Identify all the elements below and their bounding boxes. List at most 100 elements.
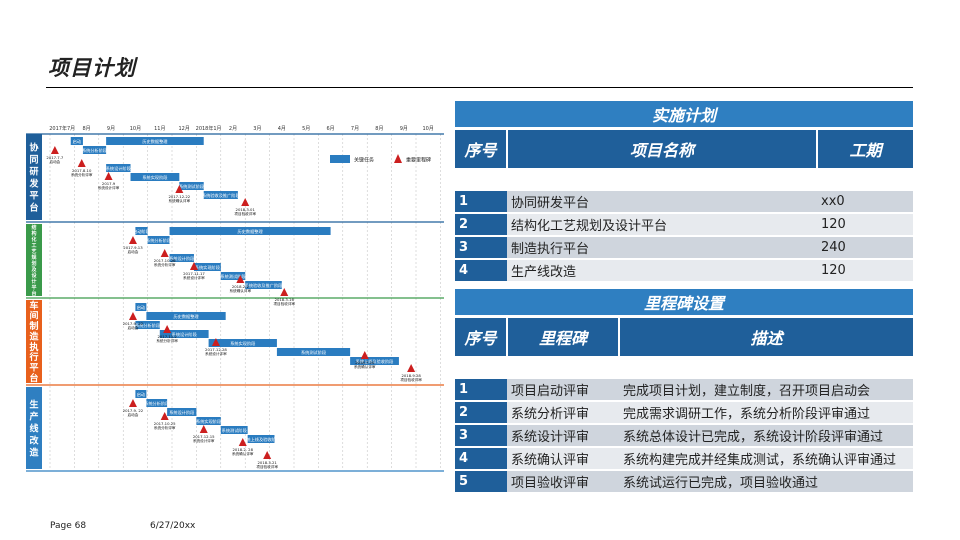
gantt-bar — [70, 137, 83, 145]
milestone-text: 启动会 — [128, 325, 139, 330]
milestone-row-name: 项目验收评审 — [507, 470, 619, 494]
plan-header-name: 项目名称 — [507, 130, 818, 168]
month-tick-label: 2018年1月 — [196, 125, 222, 132]
gantt-bar — [106, 137, 204, 145]
section-label-band — [26, 387, 42, 469]
section-label-char: 计 — [31, 278, 36, 285]
plan-row-duration: 120 — [817, 213, 913, 237]
milestone-text: 启动会 — [49, 159, 60, 164]
table-row: 4 生产线改造 120 — [455, 259, 913, 283]
milestone-text: 项目验收评审 — [234, 211, 256, 216]
milestone-marker — [236, 275, 245, 283]
section-label-char: 车 — [29, 299, 38, 311]
gantt-bar-label: 系统分析阶段 — [146, 237, 172, 244]
section-label-char: 艺 — [31, 248, 36, 255]
section-label-char: 造 — [29, 330, 39, 342]
section-label-char: 平 — [29, 191, 38, 202]
gantt-bar-label: 系统分析阶段 — [135, 322, 161, 329]
gantt-bar — [208, 339, 277, 347]
plan-header-row: 序号 项目名称 工期 — [455, 130, 913, 168]
gantt-bar — [167, 408, 197, 416]
gantt-bar — [135, 321, 160, 329]
table-row: 2 结构化工艺规划及设计平台 120 — [455, 213, 913, 237]
month-tick-label: 4月 — [278, 126, 286, 132]
table-row: 5 项目验收评审 系统试运行已完成，项目验收通过 — [455, 470, 913, 494]
milestone-marker — [175, 185, 184, 193]
gantt-bar — [146, 312, 226, 320]
table-row: 3 制造执行平台 240 — [455, 236, 913, 260]
gantt-bar — [147, 236, 170, 244]
page-number: Page 68 — [50, 521, 87, 531]
month-tick-label: 7月 — [351, 126, 359, 132]
milestones-spacer — [455, 356, 913, 379]
milestone-text: 项目验收评审 — [273, 301, 295, 306]
page-date: 6/27/20xx — [150, 521, 196, 531]
table-row: 1 协同研发平台 xx0 — [455, 190, 913, 214]
gantt-bar — [220, 426, 248, 434]
section-label-char: 执 — [29, 341, 38, 353]
plan-row-no: 4 — [455, 259, 507, 283]
milestone-marker — [128, 312, 137, 320]
table-row: 1 项目启动评审 完成项目计划，建立制度，召开项目启动会 — [455, 378, 913, 402]
milestone-row-no: 2 — [455, 401, 507, 425]
gantt-bar — [135, 227, 148, 235]
milestone-row-no: 4 — [455, 447, 507, 471]
milestone-marker — [104, 172, 113, 180]
section-label-band — [26, 300, 42, 383]
milestone-date: 2017.12.22 — [168, 194, 190, 199]
milestone-date: 2017.7.7 — [46, 155, 63, 160]
month-tick-label: 9月 — [400, 126, 408, 132]
gantt-bar-label: 系统验收及推广阶段 — [245, 282, 284, 289]
section-label-char: 线 — [29, 423, 38, 435]
milestone-text: 系统设计评审 — [183, 275, 205, 280]
section-label-char: 生 — [29, 399, 38, 411]
milestone-date: 2017.9.13 — [123, 245, 143, 250]
month-tick-label: 2月 — [229, 126, 237, 132]
gantt-bar-label: 系统上线及验收阶段 — [356, 358, 395, 365]
milestone-text: 系统确认评审 — [354, 364, 376, 369]
milestone-date: 2017.10.26 — [154, 258, 176, 263]
page-title: 项目计划 — [48, 56, 136, 80]
plan-row-name: 生产线改造 — [507, 259, 817, 283]
milestone-row-desc: 完成需求调研工作，系统分析阶段评审通过 — [619, 401, 913, 425]
milestone-date: 2018.2. 28 — [232, 447, 253, 452]
section-label-char: 间 — [29, 310, 38, 322]
milestone-text: 启动会 — [128, 249, 139, 254]
section-label-char: 制 — [29, 320, 38, 332]
gantt-bar — [276, 348, 351, 356]
plan-row-name: 结构化工艺规划及设计平台 — [507, 213, 817, 237]
gantt-bar — [159, 330, 209, 338]
milestone-marker — [189, 262, 198, 270]
gantt-bar-label: 启动 — [73, 138, 81, 145]
milestone-date: 2018.3.01 — [236, 207, 256, 212]
table-row: 3 系统设计评审 系统总体设计已完成，系统设计阶段评审通过 — [455, 424, 913, 448]
milestone-marker — [199, 425, 208, 433]
gantt-bar — [169, 227, 331, 235]
section-label-char: 研 — [29, 167, 38, 178]
gantt-bar-label: 系统设计阶段 — [106, 165, 132, 172]
month-tick-label: 3月 — [253, 126, 261, 132]
milestone-text: 系统确认评审 — [169, 198, 191, 203]
gantt-bar — [106, 164, 131, 172]
milestone-row-desc: 完成项目计划，建立制度，召开项目启动会 — [619, 378, 913, 402]
section-label-char: 及 — [31, 266, 36, 273]
milestone-text: 系统分析评审 — [156, 338, 178, 343]
gantt-bar-label: 系统测试阶段 — [179, 183, 205, 190]
section-label-char: 造 — [29, 447, 39, 459]
plan-header-duration: 工期 — [817, 130, 913, 168]
milestone-date: 2017.10.25 — [154, 421, 176, 426]
gantt-bar — [203, 191, 238, 199]
milestone-date: 2017.11.2 — [157, 334, 177, 339]
gantt-bar-label: 历史数据整理 — [173, 313, 199, 320]
gantt-bar — [196, 417, 221, 425]
table-row: 2 系统分析评审 完成需求调研工作，系统分析阶段评审通过 — [455, 401, 913, 425]
plan-row-no: 1 — [455, 190, 507, 214]
gantt-bar — [146, 399, 168, 407]
milestone-text: 系统设计评审 — [205, 351, 227, 356]
gantt-bar-label: 系统设计阶段 — [169, 255, 195, 262]
gantt-bar — [350, 357, 399, 365]
gantt-bar — [193, 263, 221, 271]
gantt-bar — [82, 146, 107, 154]
plan-spacer — [455, 168, 913, 191]
